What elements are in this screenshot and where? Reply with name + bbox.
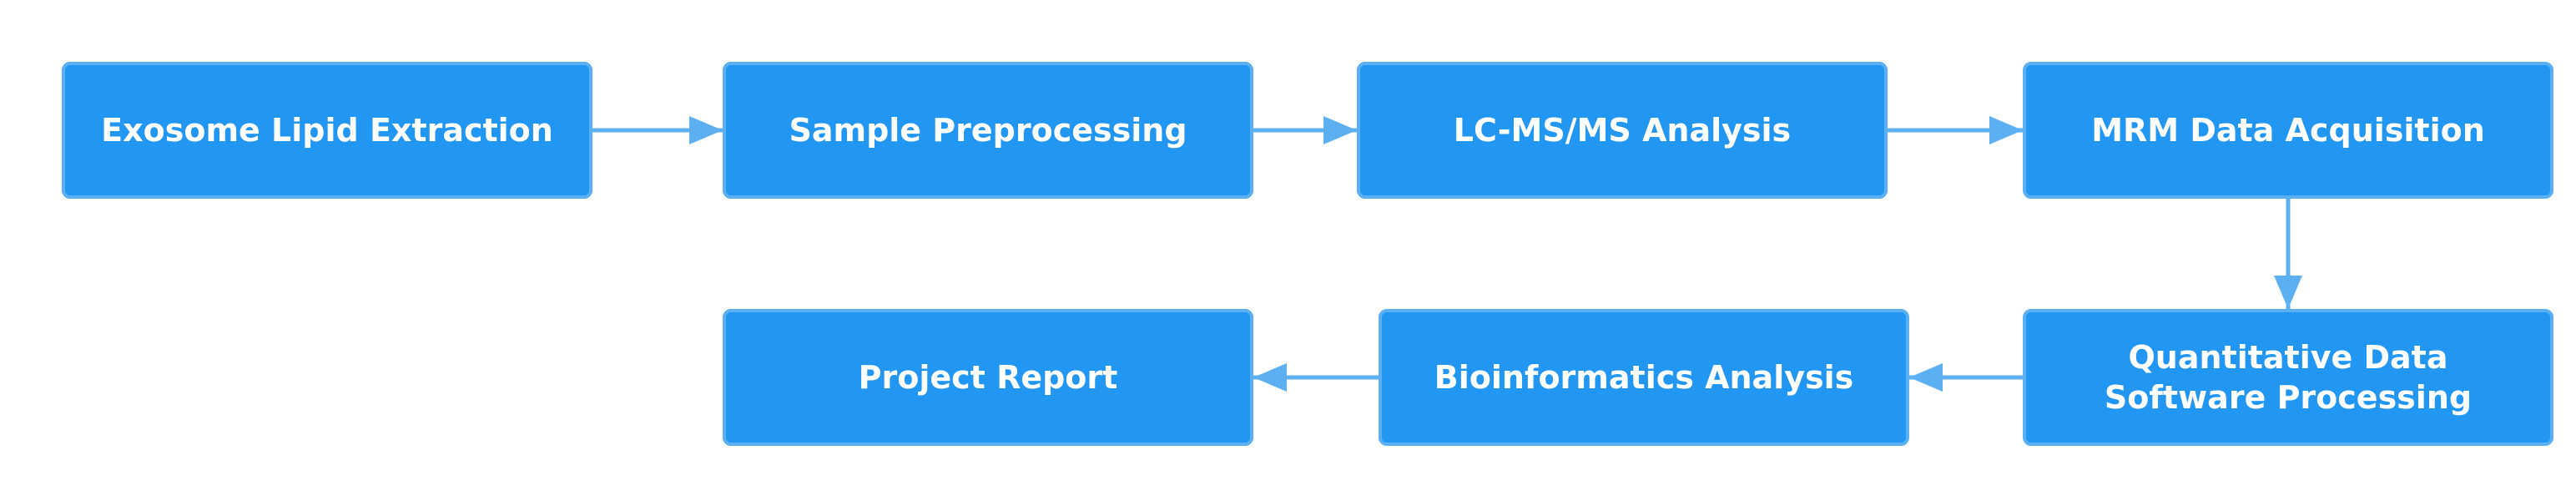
node-label: LC-MS/MS Analysis	[1453, 112, 1792, 149]
node-label: Bioinformatics Analysis	[1434, 359, 1854, 396]
node-sample-preprocessing: Sample Preprocessing	[723, 62, 1253, 199]
node-bioinformatics-analysis: Bioinformatics Analysis	[1379, 309, 1909, 446]
node-lc-ms-ms-analysis: LC-MS/MS Analysis	[1357, 62, 1888, 199]
node-label: Exosome Lipid Extraction	[101, 112, 553, 149]
node-label: Quantitative Data Software Processing	[2104, 339, 2473, 416]
node-label: MRM Data Acquisition	[2091, 112, 2485, 149]
node-exosome-lipid-extraction: Exosome Lipid Extraction	[62, 62, 592, 199]
node-label: Project Report	[858, 359, 1118, 396]
node-mrm-data-acquisition: MRM Data Acquisition	[2023, 62, 2553, 199]
node-project-report: Project Report	[723, 309, 1253, 446]
node-label: Sample Preprocessing	[789, 112, 1187, 149]
node-quantitative-data-software-processing: Quantitative Data Software Processing	[2023, 309, 2553, 446]
